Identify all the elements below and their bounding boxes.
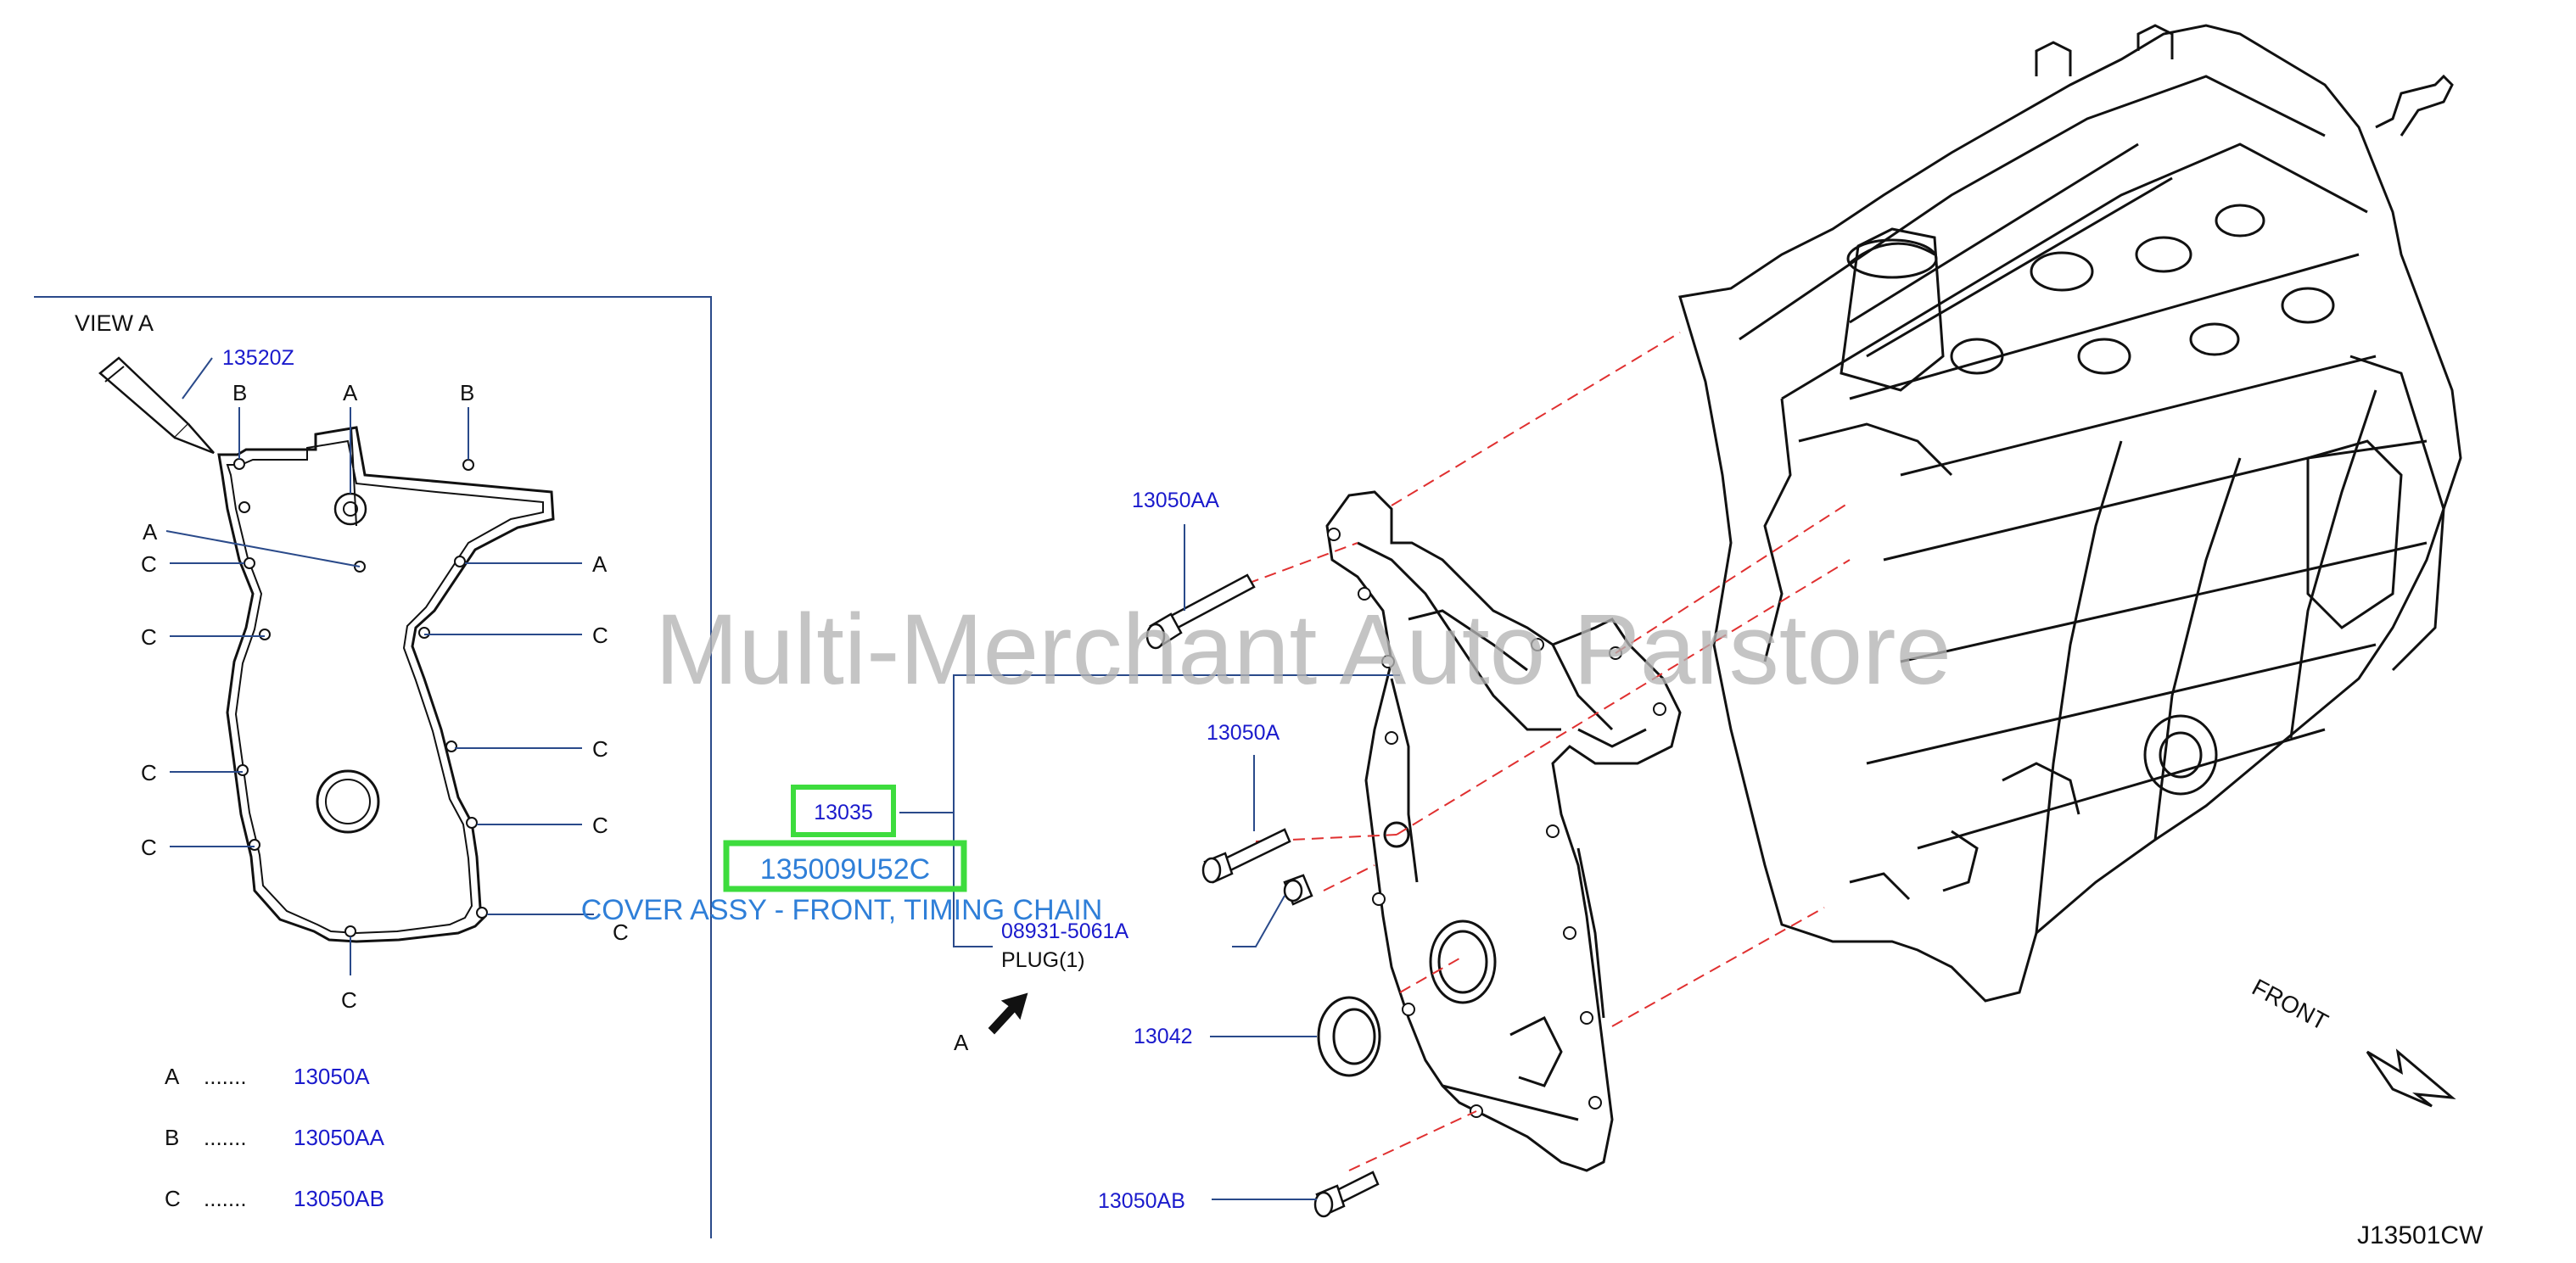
part-13050ab-callout[interactable]: 13050AB [1098,1189,1185,1213]
bolt-13050ab-drawing [1313,1171,1380,1218]
legend-dots-c: ....... [204,1186,247,1211]
label-a-1: A [343,380,358,405]
label-c-9: C [341,987,357,1013]
legend-part-13050ab[interactable]: 13050AB [294,1186,384,1211]
front-cover-gasket-outline [217,426,555,943]
legend-letter-c: C [165,1186,181,1211]
part-13035-callout[interactable]: 13035 [791,785,896,837]
part-13050aa-callout[interactable]: 13050AA [1132,489,1219,512]
front-cover-illustration [1325,490,1682,1172]
dashed-guide-lines [1246,332,1851,1171]
label-c-3: C [592,623,608,648]
legend-dots-a: ....... [204,1064,247,1089]
view-a-title: VIEW A [75,310,154,336]
view-arrow-label: A [954,1030,969,1055]
main-leader-lines [899,524,1400,1200]
legend-letter-a: A [165,1064,180,1089]
label-a-3: A [592,551,608,577]
view-a-panel: VIEW A 13520Z [34,296,712,1238]
label-c-6: C [592,813,608,838]
bolt-13050aa-drawing [1145,573,1256,650]
diagram-code: J13501CW [2357,1221,2484,1249]
plug-label: PLUG(1) [1001,948,1085,972]
seal-13042-drawing [1317,996,1381,1077]
selected-part-callout[interactable]: 135009U52C [723,840,967,892]
label-b-2: B [460,380,474,405]
part-13035-highlight [791,785,896,837]
label-c-5: C [141,760,157,785]
sealant-tube-icon [98,356,215,455]
selected-part-description: COVER ASSY - FRONT, TIMING CHAIN [581,894,1103,926]
bolt-13050a-drawing [1201,828,1291,884]
label-c-1: C [141,551,157,577]
watermark-text: Multi-Merchant Auto Parstore [655,594,1952,706]
part-13035-text: 13035 [814,801,873,824]
front-label: FRONT [2248,974,2332,1036]
label-c-2: C [141,624,157,650]
front-arrow-icon [2366,1048,2456,1108]
label-c-4: C [592,736,608,762]
label-c-7: C [141,835,157,860]
view-arrow-icon [988,992,1028,1035]
selected-part-number: 135009U52C [760,853,930,886]
part-13042-callout[interactable]: 13042 [1134,1025,1193,1048]
part-13050a-callout[interactable]: 13050A [1207,721,1280,745]
label-a-2: A [143,519,158,545]
leader-13520z [182,357,213,400]
label-c-8: C [613,919,629,945]
legend-letter-b: B [165,1125,179,1150]
view-a-hole-labels [165,407,594,975]
part-08931-5061a-callout[interactable]: 08931-5061A [1001,919,1128,943]
engine-block-illustration [1678,24,2462,1003]
plug-drawing [1283,874,1313,906]
legend-dots-b: ....... [204,1125,247,1150]
legend-part-13050a[interactable]: 13050A [294,1064,370,1089]
legend-part-13050aa[interactable]: 13050AA [294,1125,385,1150]
label-b-1: B [232,380,247,405]
selected-part-highlight [723,840,967,892]
part-13520z-callout[interactable]: 13520Z [222,346,294,370]
view-a-legend: A ....... 13050A B ....... 13050AA C ...… [165,1064,385,1211]
view-a-frame [34,296,712,1238]
